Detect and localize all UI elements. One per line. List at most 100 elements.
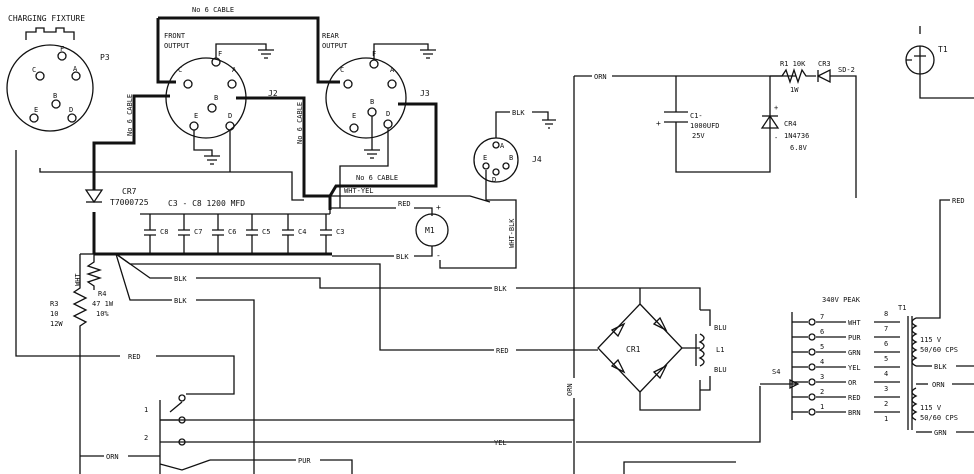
tap-contact xyxy=(808,378,816,386)
red-right-top-label: RED xyxy=(952,197,965,205)
j2-pin-a xyxy=(227,79,237,89)
tap-contact xyxy=(808,348,816,356)
j4-blk-wire xyxy=(495,111,510,138)
pur-wire-b xyxy=(320,459,353,474)
blk-1-wire xyxy=(115,253,172,279)
j3-c-label: C xyxy=(340,66,344,74)
blk-2-to-l1 xyxy=(516,287,701,310)
switch-position-label: 4 xyxy=(820,358,824,366)
r3-value-1: 10 xyxy=(50,310,58,318)
p3-c-label: C xyxy=(32,66,36,74)
j3-connector: REAR OUTPUT C F A B E D J3 xyxy=(322,32,436,208)
blk-1-wire-b xyxy=(196,277,492,289)
t1-label: T1 xyxy=(898,304,906,312)
j3-d-wire xyxy=(339,128,389,208)
j3-pin-c xyxy=(343,79,353,89)
j3-ground xyxy=(364,116,380,159)
j2-pin-d xyxy=(225,121,235,131)
j2-pin-c xyxy=(183,79,193,89)
wht-yel-to-j4 xyxy=(390,195,491,203)
l1-coil xyxy=(698,333,705,367)
front-output-label-2: OUTPUT xyxy=(164,42,190,50)
tap-wire-label: RED xyxy=(848,394,861,402)
cps-2-label: 50/60 CPS xyxy=(920,414,958,422)
switch-position-label: 2 xyxy=(820,388,824,396)
t1-primary-coil xyxy=(911,317,918,367)
capacitor-bank: C3 - C8 1200 MFD C8 C7 C6 C5 C4 C3 WHT-Y… xyxy=(140,187,491,254)
cr1-taps xyxy=(639,288,701,411)
wht-yel-wire xyxy=(329,195,390,214)
cr1-bridge: CR1 xyxy=(597,288,736,474)
tap-wire-label: YEL xyxy=(848,364,861,372)
transformer-tap-number: 2 xyxy=(884,400,888,408)
rear-output-label-1: REAR xyxy=(322,32,340,40)
j3-pin-f xyxy=(369,59,379,69)
s4-label: S4 xyxy=(772,368,780,376)
no6-cables: No 6 CABLE No 6 CABLE No 6 CABLE No 6 CA… xyxy=(92,6,438,256)
j2-body xyxy=(165,57,247,139)
lower-switch-1: 1 xyxy=(144,406,148,414)
r4-r3-resistors: WHT R4 47 1W 10% R3 10 12W xyxy=(50,253,114,474)
p3-pin-f xyxy=(57,51,67,61)
m1-red-label: RED xyxy=(398,200,411,208)
switch-position-label: 7 xyxy=(820,313,824,321)
red-cr1-wire xyxy=(115,253,494,351)
t1-tube-wires xyxy=(919,26,974,99)
c7-label: C7 xyxy=(194,228,202,236)
no6-cable-left-label: No 6 CABLE xyxy=(126,94,134,136)
blu-top-label: BLU xyxy=(714,324,727,332)
j2-c-label: C xyxy=(178,66,182,74)
cps-1-label: 50/60 CPS xyxy=(920,346,958,354)
blk-2-label: BLK xyxy=(494,285,507,293)
j2-bottom-ground xyxy=(204,155,220,165)
blk-3-wire xyxy=(115,253,172,301)
p3-f-label: F xyxy=(60,45,64,53)
j3-d-label: D xyxy=(386,110,390,118)
j2-d-label: D xyxy=(228,112,232,120)
j2-e-label: E xyxy=(194,112,198,120)
j3-pin-a xyxy=(387,79,397,89)
transformer-tap-number: 7 xyxy=(884,325,888,333)
orn-top-label: ORN xyxy=(594,73,607,81)
p3-a-label: A xyxy=(73,65,78,73)
t1-tube: T1 xyxy=(905,26,974,99)
j2-pin-b xyxy=(207,103,217,113)
cable-left-to-cr7 xyxy=(92,94,170,190)
pur-label: PUR xyxy=(298,457,311,465)
cable-j2-to-bank xyxy=(236,96,332,210)
cap-c4-symbol xyxy=(282,214,294,254)
j4-pin-d xyxy=(492,168,500,176)
harness-wires: RED BLK BLK BLK RED ORN ORN YEL ORN PUR xyxy=(15,73,796,474)
p3-e-label: E xyxy=(34,106,38,114)
red-left-wire xyxy=(15,150,120,357)
l1-label: L1 xyxy=(716,346,724,354)
r4-value-2: 10% xyxy=(96,310,109,318)
j2-ground-wire xyxy=(215,43,267,58)
wht-yel-label: WHT-YEL xyxy=(344,187,374,195)
transformer-tap-number: 8 xyxy=(884,310,888,318)
p3-pin-a xyxy=(71,71,81,81)
j3-e-label: E xyxy=(352,112,356,120)
j4-blk-label: BLK xyxy=(512,109,525,117)
j4-label: J4 xyxy=(532,155,542,164)
c1-symbol xyxy=(664,76,771,173)
r4-value-1: 47 1W xyxy=(92,300,114,308)
lower-switch-contact-1 xyxy=(178,394,186,402)
p3-pin-d xyxy=(67,113,77,123)
r1-label: R1 10K xyxy=(780,60,806,68)
m1-blk-wire xyxy=(332,246,433,257)
t1-red-lead xyxy=(916,199,950,319)
blu-bottom-label: BLU xyxy=(714,366,727,374)
j3-a-label: A xyxy=(390,66,395,74)
switch-position-label: 5 xyxy=(820,343,824,351)
switch-position-label: 1 xyxy=(820,403,824,411)
tap-wire-label: PUR xyxy=(848,334,861,342)
t1-tube-internals xyxy=(906,46,926,74)
j3-pin-d xyxy=(383,119,393,129)
cr4-minus: - xyxy=(774,134,778,142)
c4-label: C4 xyxy=(298,228,306,236)
c1-label: C1- xyxy=(690,112,703,120)
cap-c8-symbol xyxy=(144,214,156,254)
cap-c3-symbol xyxy=(320,214,332,254)
